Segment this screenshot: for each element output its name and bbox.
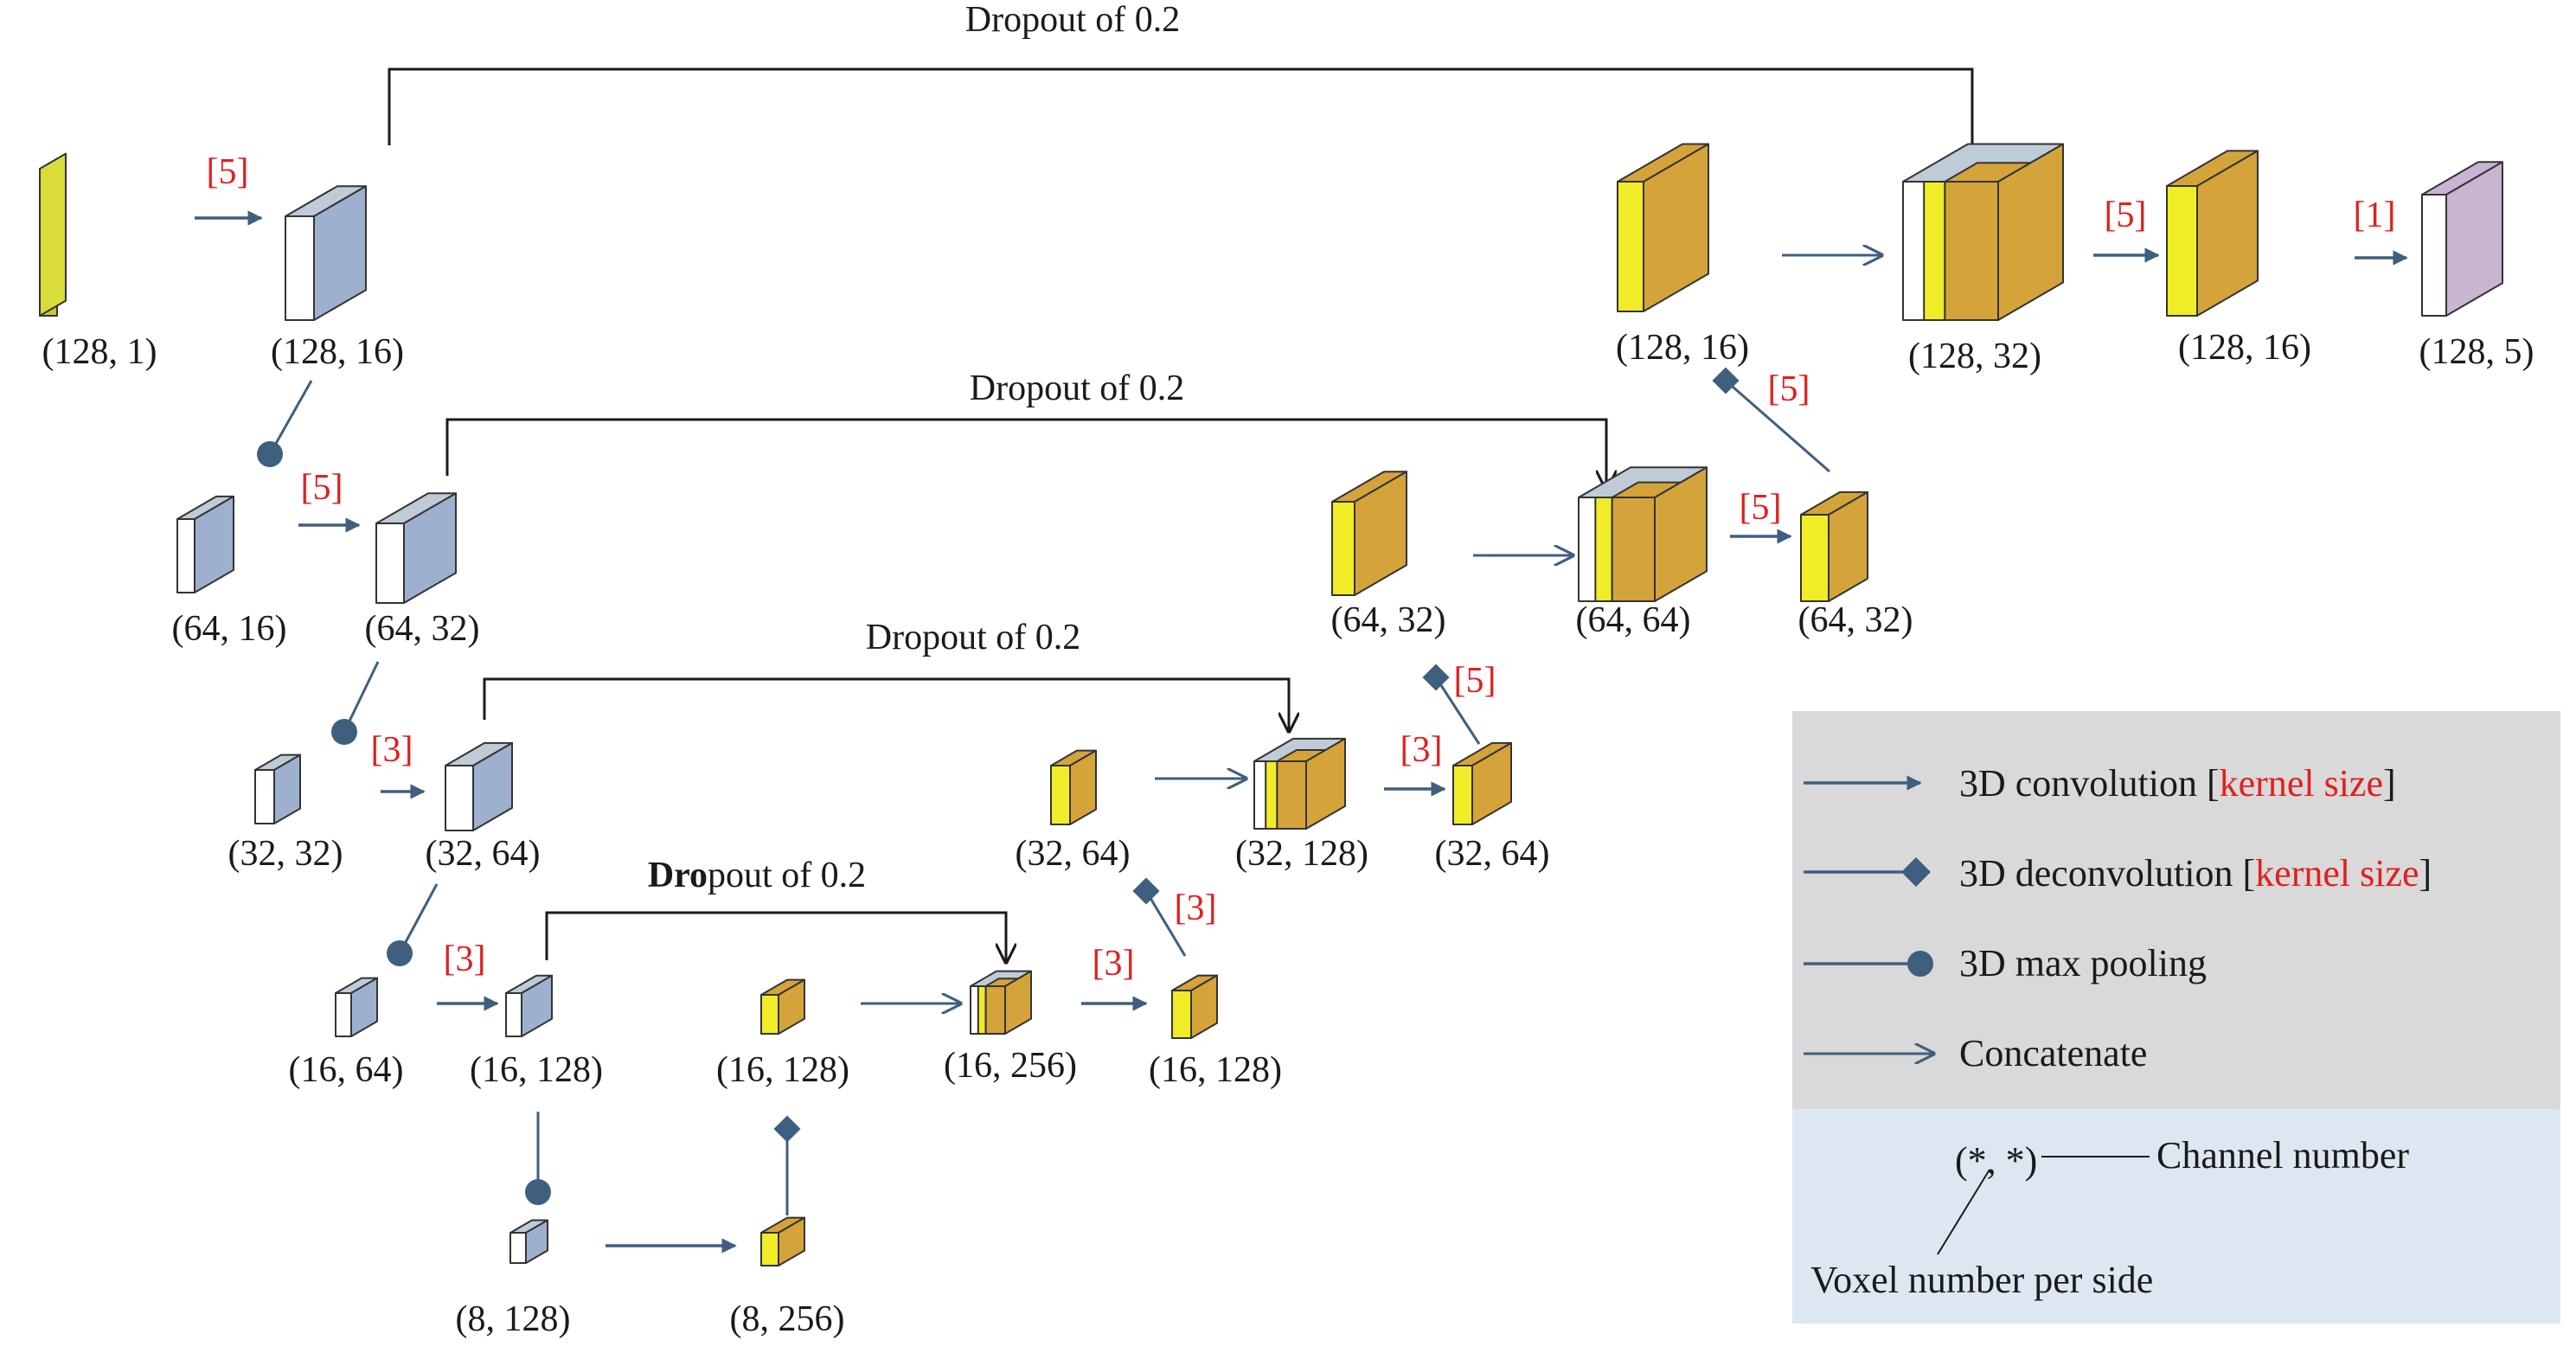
legend-notation-panel — [1792, 1109, 2560, 1324]
block-label-d4: (16, 128) — [1149, 1050, 1282, 1090]
block-u2 — [1331, 471, 1407, 596]
block-p3 — [335, 977, 378, 1037]
block-in — [39, 152, 67, 317]
block-label-c2: (64, 64) — [1576, 600, 1691, 640]
kernel-label-p1_e2: [5] — [301, 468, 343, 508]
kernel-label-p3_e4: [3] — [444, 939, 486, 979]
kernel-label-c2_d2: [5] — [1740, 488, 1782, 528]
deconv-diamond-d4_u3 — [1132, 877, 1160, 905]
block-d2 — [1800, 491, 1868, 602]
deconv-diamond-b_u4 — [773, 1115, 801, 1143]
legend-pool-label: 3D max pooling — [1959, 942, 2207, 984]
block-label-b: (8, 256) — [730, 1299, 845, 1339]
block-d4 — [1171, 974, 1218, 1039]
kernel-label-p2_e3: [3] — [371, 730, 413, 770]
kernel-label-d4_u3: [3] — [1175, 888, 1217, 928]
skip-connection-level3 — [483, 677, 1289, 731]
block-label-u2: (64, 32) — [1331, 600, 1446, 640]
dropout-label-level4: Dropout of 0.2 — [648, 856, 866, 895]
legend: 3D convolution [kernel size] 3D deconvol… — [1792, 711, 2560, 1324]
block-label-u4: (16, 128) — [716, 1050, 849, 1090]
blocks: (128, 1) (128, 16) (64, 16) (64, 32) (32, 32… — [39, 143, 2534, 1339]
block-p1 — [176, 495, 234, 593]
legend-notation: (*, *) — [1955, 1139, 2037, 1182]
block-e4 — [505, 974, 553, 1037]
pool-dot-e1_p1 — [257, 441, 283, 467]
kernel-label-d3_u2: [5] — [1454, 661, 1496, 701]
block-label-u1: (128, 16) — [1616, 328, 1749, 368]
deconv-line-d2_u1 — [1725, 379, 1830, 473]
block-label-d2: (64, 32) — [1798, 600, 1913, 640]
block-label-e2: (64, 32) — [365, 609, 480, 649]
voxel-pointer — [1937, 1169, 1990, 1255]
dropout-label-level2: Dropout of 0.2 — [970, 369, 1184, 408]
block-label-p1: (64, 16) — [172, 609, 287, 649]
block-c3 — [1253, 737, 1346, 830]
legend-conv-label: 3D convolution [kernel size] — [1959, 762, 2396, 805]
pool-dot-e4_p4 — [525, 1179, 551, 1205]
block-e3 — [445, 741, 513, 831]
pool-dot-e3_p3 — [387, 940, 413, 966]
block-p4 — [509, 1219, 548, 1264]
pool-dot-e2_p2 — [331, 719, 357, 745]
deconv-line-d3_u2 — [1434, 676, 1481, 745]
dot-icon — [1907, 951, 1933, 977]
deconv-diamond-d3_u2 — [1422, 664, 1450, 691]
pool-line-e1_p1 — [268, 380, 313, 455]
dropout-label-level1: Dropout of 0.2 — [965, 0, 1180, 40]
kernel-label-c1_d1: [5] — [2105, 196, 2147, 235]
block-label-p2: (32, 32) — [228, 834, 343, 874]
connectors: [5] [5] [3] [3] [3] [3] [3] [5] [5] [5] [5] [1] Drop… — [195, 0, 2408, 1254]
block-e1 — [285, 185, 367, 321]
legend-concat-label: Concatenate — [1959, 1032, 2147, 1074]
block-d1 — [2166, 150, 2259, 317]
block-e2 — [375, 492, 457, 604]
kernel-label-d1_out: [1] — [2354, 196, 2396, 235]
block-c2 — [1578, 466, 1708, 602]
block-u3 — [1050, 749, 1097, 825]
block-label-d1: (128, 16) — [2178, 328, 2311, 368]
kernel-label-d2_u1: [5] — [1768, 369, 1810, 409]
deconv-line-d4_u3 — [1144, 890, 1187, 957]
block-label-in: (128, 1) — [42, 332, 157, 372]
deconv-diamond-d2_u1 — [1712, 367, 1740, 394]
legend-channel-label: Channel number — [2156, 1134, 2409, 1177]
kernel-label-c4_d4: [3] — [1093, 944, 1135, 984]
block-label-d3: (32, 64) — [1435, 834, 1550, 874]
block-label-out: (128, 5) — [2419, 332, 2534, 372]
block-u1 — [1617, 143, 1709, 312]
block-label-e1: (128, 16) — [271, 332, 404, 372]
block-label-p4: (8, 128) — [456, 1299, 571, 1339]
block-c4 — [970, 970, 1032, 1035]
block-b — [760, 1216, 805, 1266]
block-p2 — [254, 753, 301, 824]
skip-connection-level4 — [545, 911, 1006, 962]
block-label-c4: (16, 256) — [944, 1046, 1077, 1086]
block-label-c1: (128, 32) — [1908, 337, 2041, 376]
block-u4 — [760, 978, 805, 1035]
dropout-label-level3: Dropout of 0.2 — [866, 618, 1080, 657]
skip-connection-level1 — [388, 67, 1972, 169]
skip-connection-level2 — [445, 418, 1606, 489]
legend-deconv-label: 3D deconvolution [kernel size] — [1959, 852, 2432, 895]
block-c1 — [1902, 143, 2064, 321]
pool-line-e3_p3 — [398, 883, 439, 954]
block-label-e3: (32, 64) — [426, 834, 541, 874]
kernel-label-c3_d3: [3] — [1400, 730, 1443, 770]
block-out — [2421, 161, 2503, 317]
legend-voxel-label: Voxel number per side — [1810, 1259, 2153, 1301]
block-label-p3: (16, 64) — [289, 1050, 404, 1090]
block-label-c3: (32, 128) — [1235, 834, 1368, 874]
block-d3 — [1452, 741, 1512, 825]
block-label-e4: (16, 128) — [470, 1050, 603, 1090]
kernel-label-in_e1: [5] — [207, 152, 249, 192]
block-label-u3: (32, 64) — [1016, 834, 1131, 874]
